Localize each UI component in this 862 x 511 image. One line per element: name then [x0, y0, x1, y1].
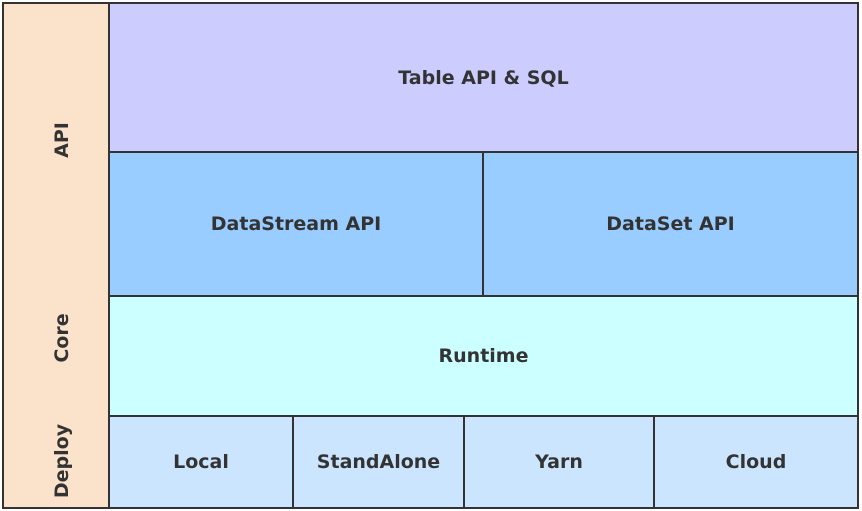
- core-layer-label: Core: [51, 313, 73, 363]
- deploy-standalone-box: StandAlone: [292, 415, 465, 509]
- deploy-layer-label: Deploy: [51, 423, 73, 499]
- deploy-cloud-box: Cloud: [653, 415, 859, 509]
- layer-sidebar: [2, 2, 110, 509]
- dataset-api-box: DataSet API: [482, 151, 859, 297]
- datastream-api-box: DataStream API: [108, 151, 484, 297]
- deploy-yarn-box: Yarn: [463, 415, 655, 509]
- api-layer-label: API: [51, 122, 73, 158]
- runtime-box: Runtime: [108, 295, 859, 417]
- table-api-sql-box: Table API & SQL: [108, 2, 859, 153]
- deploy-local-box: Local: [108, 415, 294, 509]
